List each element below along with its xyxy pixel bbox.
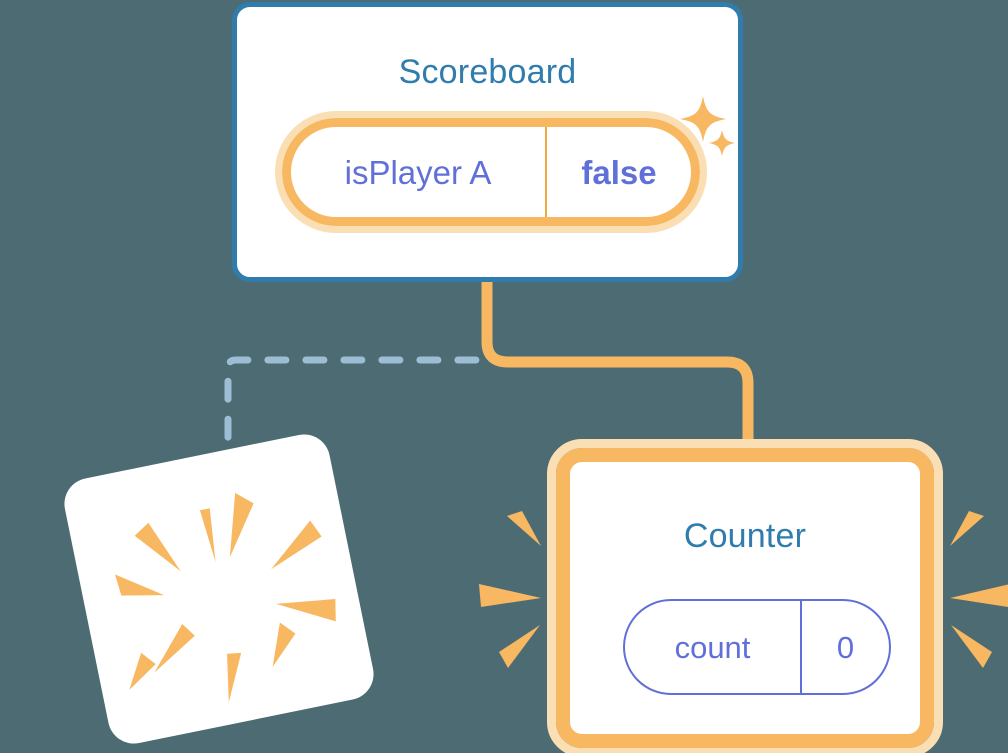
burst-ray [950, 584, 1008, 607]
counter-burst-left [479, 511, 541, 668]
burst-ray [115, 574, 165, 596]
ghost-card[interactable] [59, 429, 379, 749]
burst-ray [271, 520, 322, 570]
counter-state-pill[interactable]: count 0 [623, 599, 891, 695]
burst-ray [129, 652, 156, 690]
burst-ray [507, 511, 541, 546]
scoreboard-state-value: false [545, 127, 691, 217]
orange-connector [481, 274, 754, 472]
counter-title: Counter [683, 517, 807, 555]
burst-ray [950, 511, 984, 546]
counter-card[interactable]: Counter count 0 [547, 439, 943, 753]
counter-burst-right [950, 511, 1008, 668]
burst-ray [154, 624, 195, 673]
sparkle-small-icon [709, 130, 735, 156]
burst-ray [229, 492, 254, 558]
scoreboard-state-pill[interactable]: isPlayer A false [275, 111, 707, 233]
burst-ray [276, 599, 336, 622]
counter-state-key: count [674, 629, 751, 665]
dashed-connector [224, 288, 491, 474]
burst-ray [227, 652, 242, 703]
burst-ray [272, 622, 296, 667]
counter-state-value: 0 [800, 601, 889, 693]
sparkle-large-icon [680, 96, 726, 142]
burst-ray [951, 625, 992, 668]
ghost-card-burst [115, 492, 336, 703]
burst-ray [199, 508, 216, 563]
scoreboard-card[interactable]: Scoreboard isPlayer A false [232, 2, 743, 282]
scoreboard-title: Scoreboard [398, 53, 577, 91]
burst-ray [134, 522, 181, 572]
burst-ray [499, 625, 540, 668]
scoreboard-state-key: isPlayer A [344, 153, 492, 191]
burst-ray [479, 584, 541, 607]
